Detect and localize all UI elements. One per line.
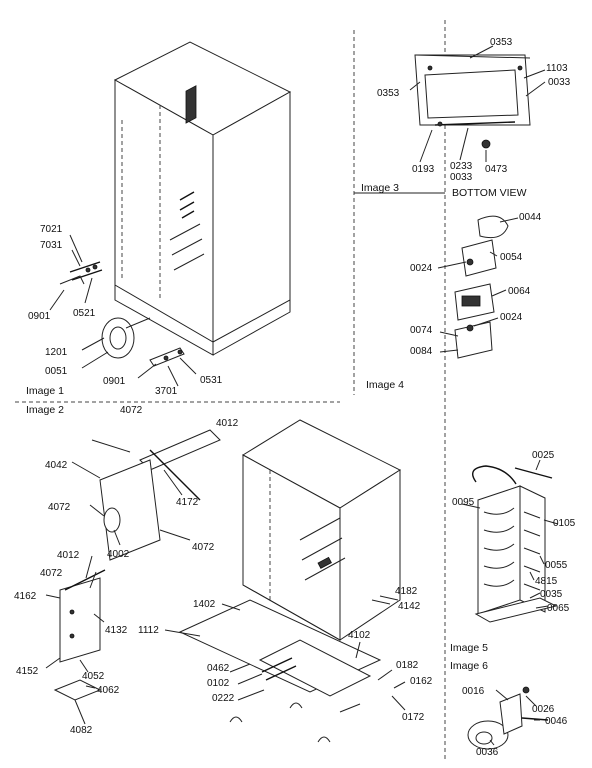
label-4072-c: 4072	[192, 542, 215, 553]
caption-bottom-view: BOTTOM VIEW	[452, 187, 527, 199]
section-dividers	[15, 20, 446, 760]
caption-image2: Image 2	[26, 404, 64, 416]
label-0095: 0095	[452, 497, 475, 508]
label-1112: 1112	[138, 625, 159, 636]
image4-fan-assembly	[437, 215, 519, 359]
label-0901: 0901	[28, 311, 51, 322]
label-0026: 0026	[532, 704, 555, 715]
label-1402: 1402	[193, 599, 216, 610]
label-0473: 0473	[485, 164, 508, 175]
label-0193: 0193	[412, 164, 435, 175]
label-4162: 4162	[14, 591, 37, 602]
label-0531: 0531	[200, 375, 223, 386]
label-0025: 0025	[532, 450, 555, 461]
label-0046: 0046	[545, 716, 568, 727]
label-0162: 0162	[410, 676, 433, 687]
label-1103: 1103	[546, 63, 568, 74]
caption-image1: Image 1	[26, 385, 64, 397]
label-0055: 0055	[545, 560, 568, 571]
label-0065: 0065	[547, 603, 570, 614]
label-0233: 0233	[450, 161, 473, 172]
image1-cabinet	[49, 41, 292, 387]
label-0353-b: 0353	[377, 88, 400, 99]
label-4002: 4002	[107, 549, 130, 560]
image6-fan-motor	[467, 686, 549, 750]
caption-image4: Image 4	[366, 379, 404, 391]
label-0036: 0036	[476, 747, 499, 758]
label-0172: 0172	[402, 712, 425, 723]
label-4142: 4142	[398, 601, 421, 612]
caption-image5: Image 5	[450, 642, 488, 654]
label-0024: 0024	[410, 263, 433, 274]
label-0024-b: 0024	[500, 312, 523, 323]
label-3701: 3701	[155, 386, 178, 397]
label-4102: 4102	[348, 630, 371, 641]
label-0033-b: 0033	[450, 172, 473, 183]
label-4152: 4152	[16, 666, 39, 677]
label-0054: 0054	[500, 252, 523, 263]
label-0182: 0182	[396, 660, 419, 671]
label-1201: 1201	[45, 347, 68, 358]
image3-bottom-view	[409, 45, 546, 163]
label-4012-b: 4012	[57, 550, 80, 561]
label-0105: 0105	[553, 518, 576, 529]
label-0064: 0064	[508, 286, 531, 297]
image5-condenser	[461, 459, 559, 623]
image2-cabinet	[45, 419, 406, 743]
label-0521: 0521	[73, 308, 96, 319]
label-0353: 0353	[490, 37, 513, 48]
label-0044: 0044	[519, 212, 542, 223]
label-0462: 0462	[207, 663, 230, 674]
label-0102: 0102	[207, 678, 230, 689]
label-7021: 7021	[40, 224, 63, 235]
label-4042: 4042	[45, 460, 68, 471]
label-7031: 7031	[40, 240, 63, 251]
label-0051: 0051	[45, 366, 68, 377]
label-0035: 0035	[540, 589, 563, 600]
caption-image6: Image 6	[450, 660, 488, 672]
label-4172: 4172	[176, 497, 199, 508]
caption-image3: Image 3	[361, 182, 399, 194]
label-4072: 4072	[120, 405, 143, 416]
label-0084: 0084	[410, 346, 433, 357]
label-4052: 4052	[82, 671, 105, 682]
label-4062: 4062	[97, 685, 120, 696]
label-0901-b: 0901	[103, 376, 126, 387]
label-4815: 4815	[535, 576, 558, 587]
label-4072-b: 4072	[48, 502, 71, 513]
label-0033: 0033	[548, 77, 571, 88]
label-4012: 4012	[216, 418, 239, 429]
label-0222: 0222	[212, 693, 235, 704]
label-4072-d: 4072	[40, 568, 63, 579]
label-0074: 0074	[410, 325, 433, 336]
label-0016: 0016	[462, 686, 485, 697]
label-4132: 4132	[105, 625, 128, 636]
label-4082: 4082	[70, 725, 93, 736]
label-4182: 4182	[395, 586, 418, 597]
